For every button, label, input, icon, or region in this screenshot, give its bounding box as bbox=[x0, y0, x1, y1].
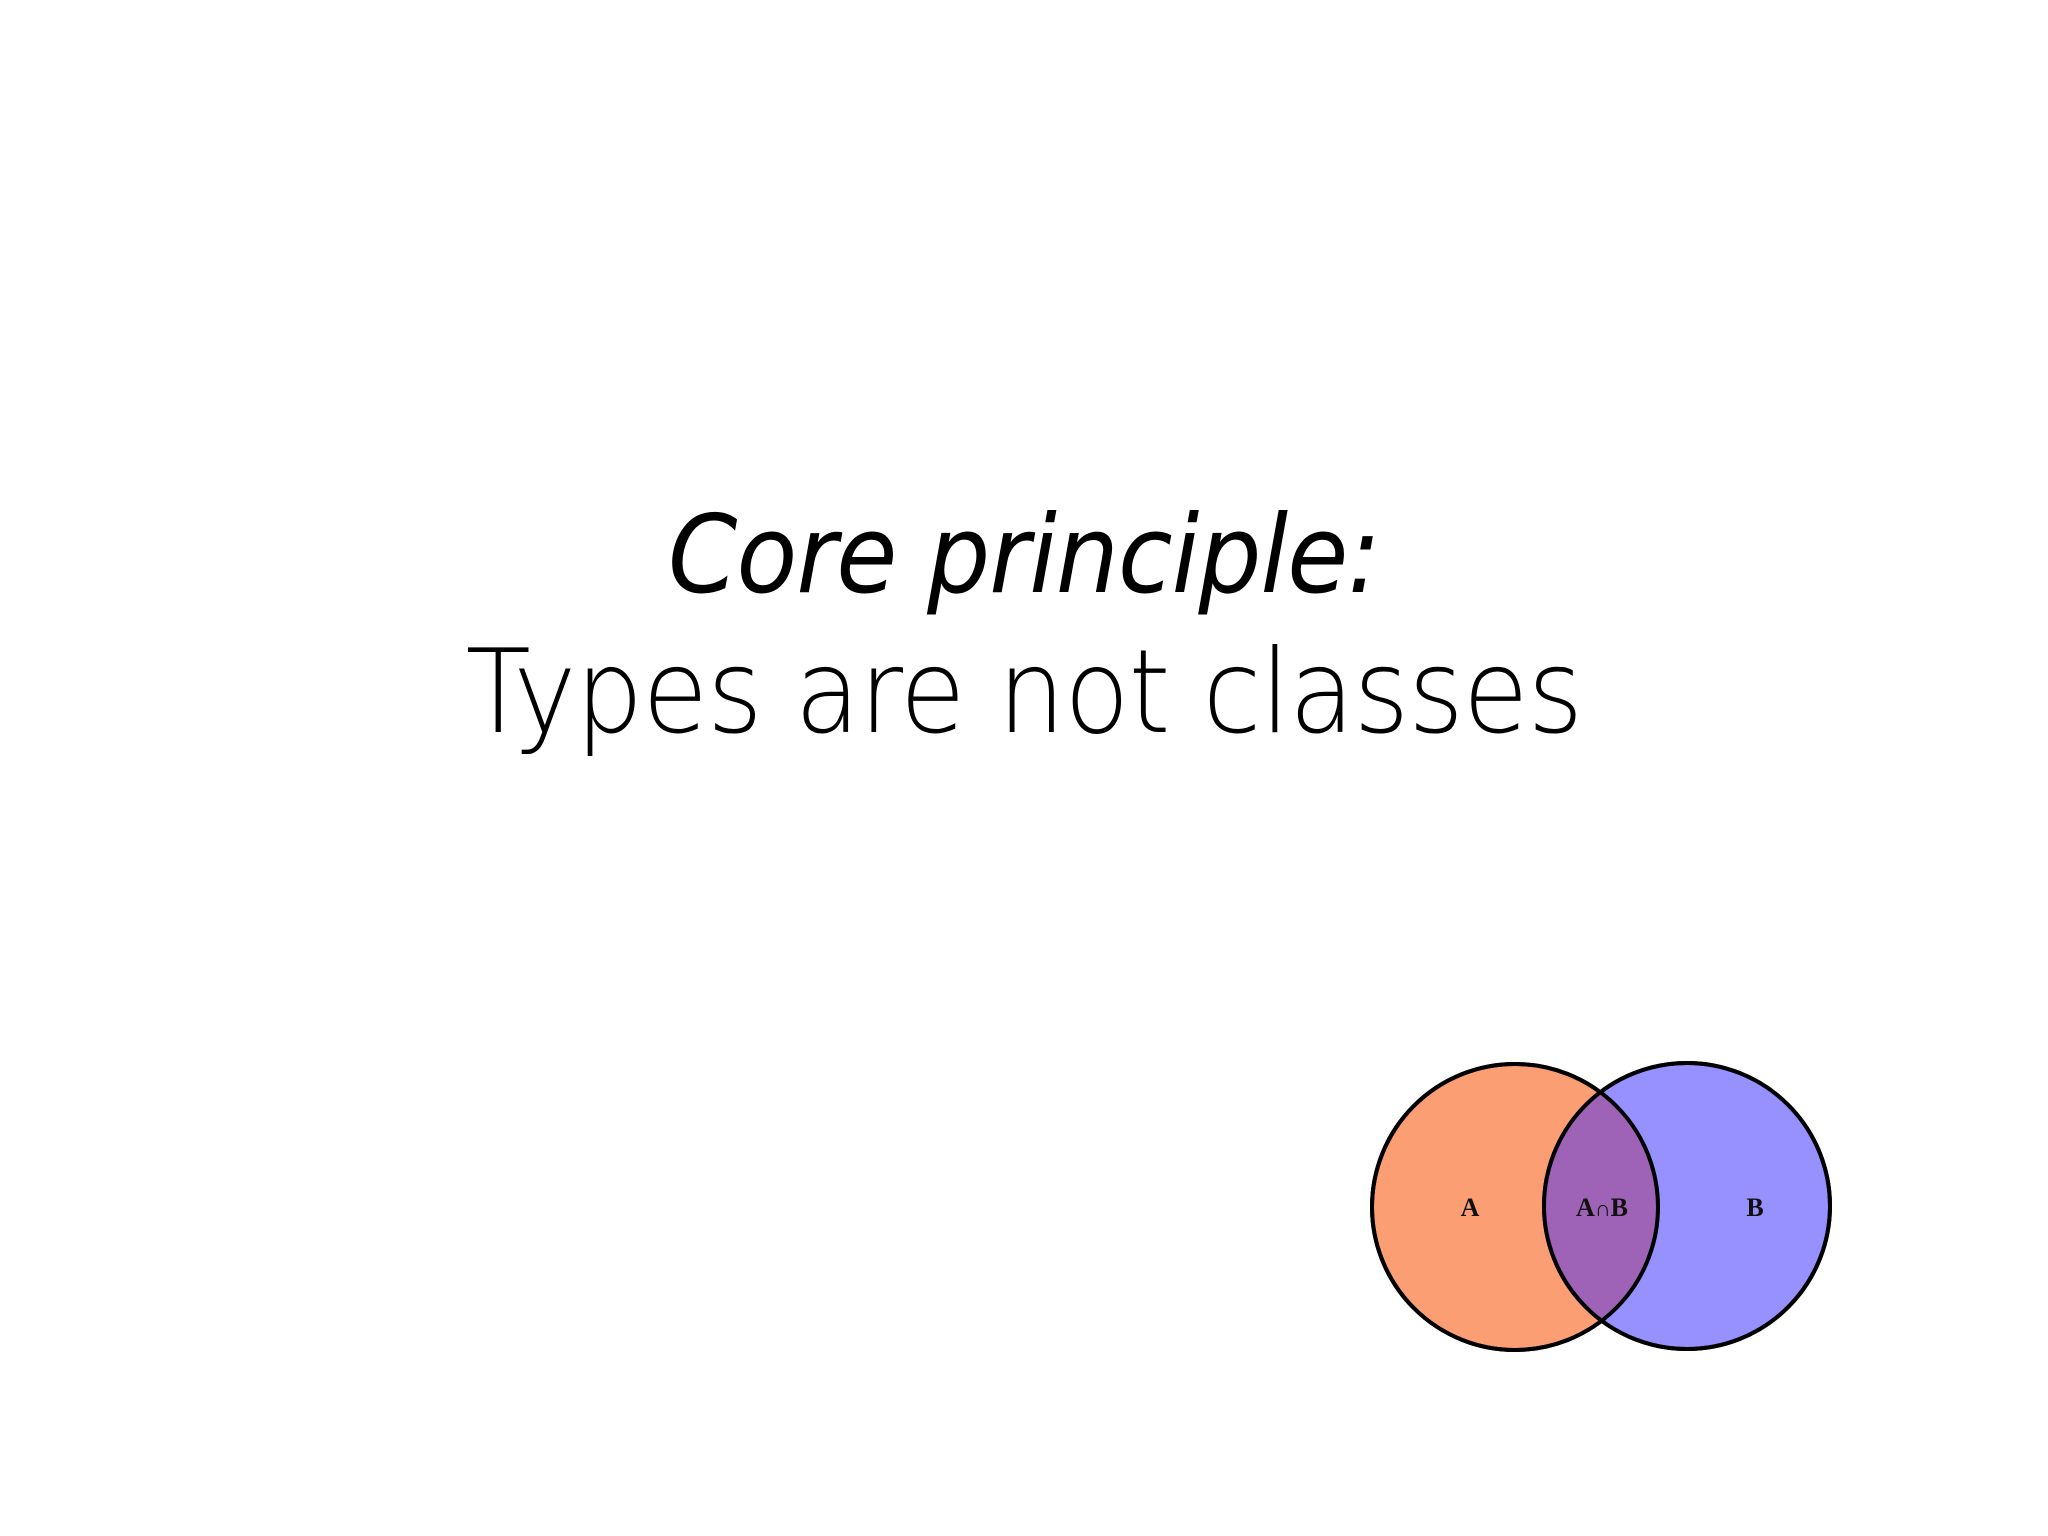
venn-diagram-svg: A A∩B B bbox=[1370, 1061, 1832, 1352]
venn-label-b: B bbox=[1746, 1193, 1763, 1222]
venn-label-a: A bbox=[1461, 1193, 1480, 1222]
venn-diagram: A A∩B B bbox=[1365, 1055, 1845, 1365]
venn-label-intersection-b: B bbox=[1611, 1193, 1628, 1222]
title-line-core-principle: Core principle: bbox=[668, 493, 1381, 618]
venn-label-a-intersect-b: A∩B bbox=[1576, 1193, 1628, 1222]
intersection-operator-icon: ∩ bbox=[1595, 1196, 1611, 1221]
title-line-types-are-not-classes: Types are not classes bbox=[465, 625, 1584, 761]
venn-circle-b-outline bbox=[1542, 1061, 1832, 1351]
venn-label-intersection-a: A bbox=[1576, 1193, 1595, 1222]
venn-intersection-region bbox=[1544, 1064, 1658, 1349]
venn-circle-a-outline bbox=[1370, 1062, 1660, 1352]
page-title: Core principle: Types are not classes bbox=[0, 492, 2048, 762]
